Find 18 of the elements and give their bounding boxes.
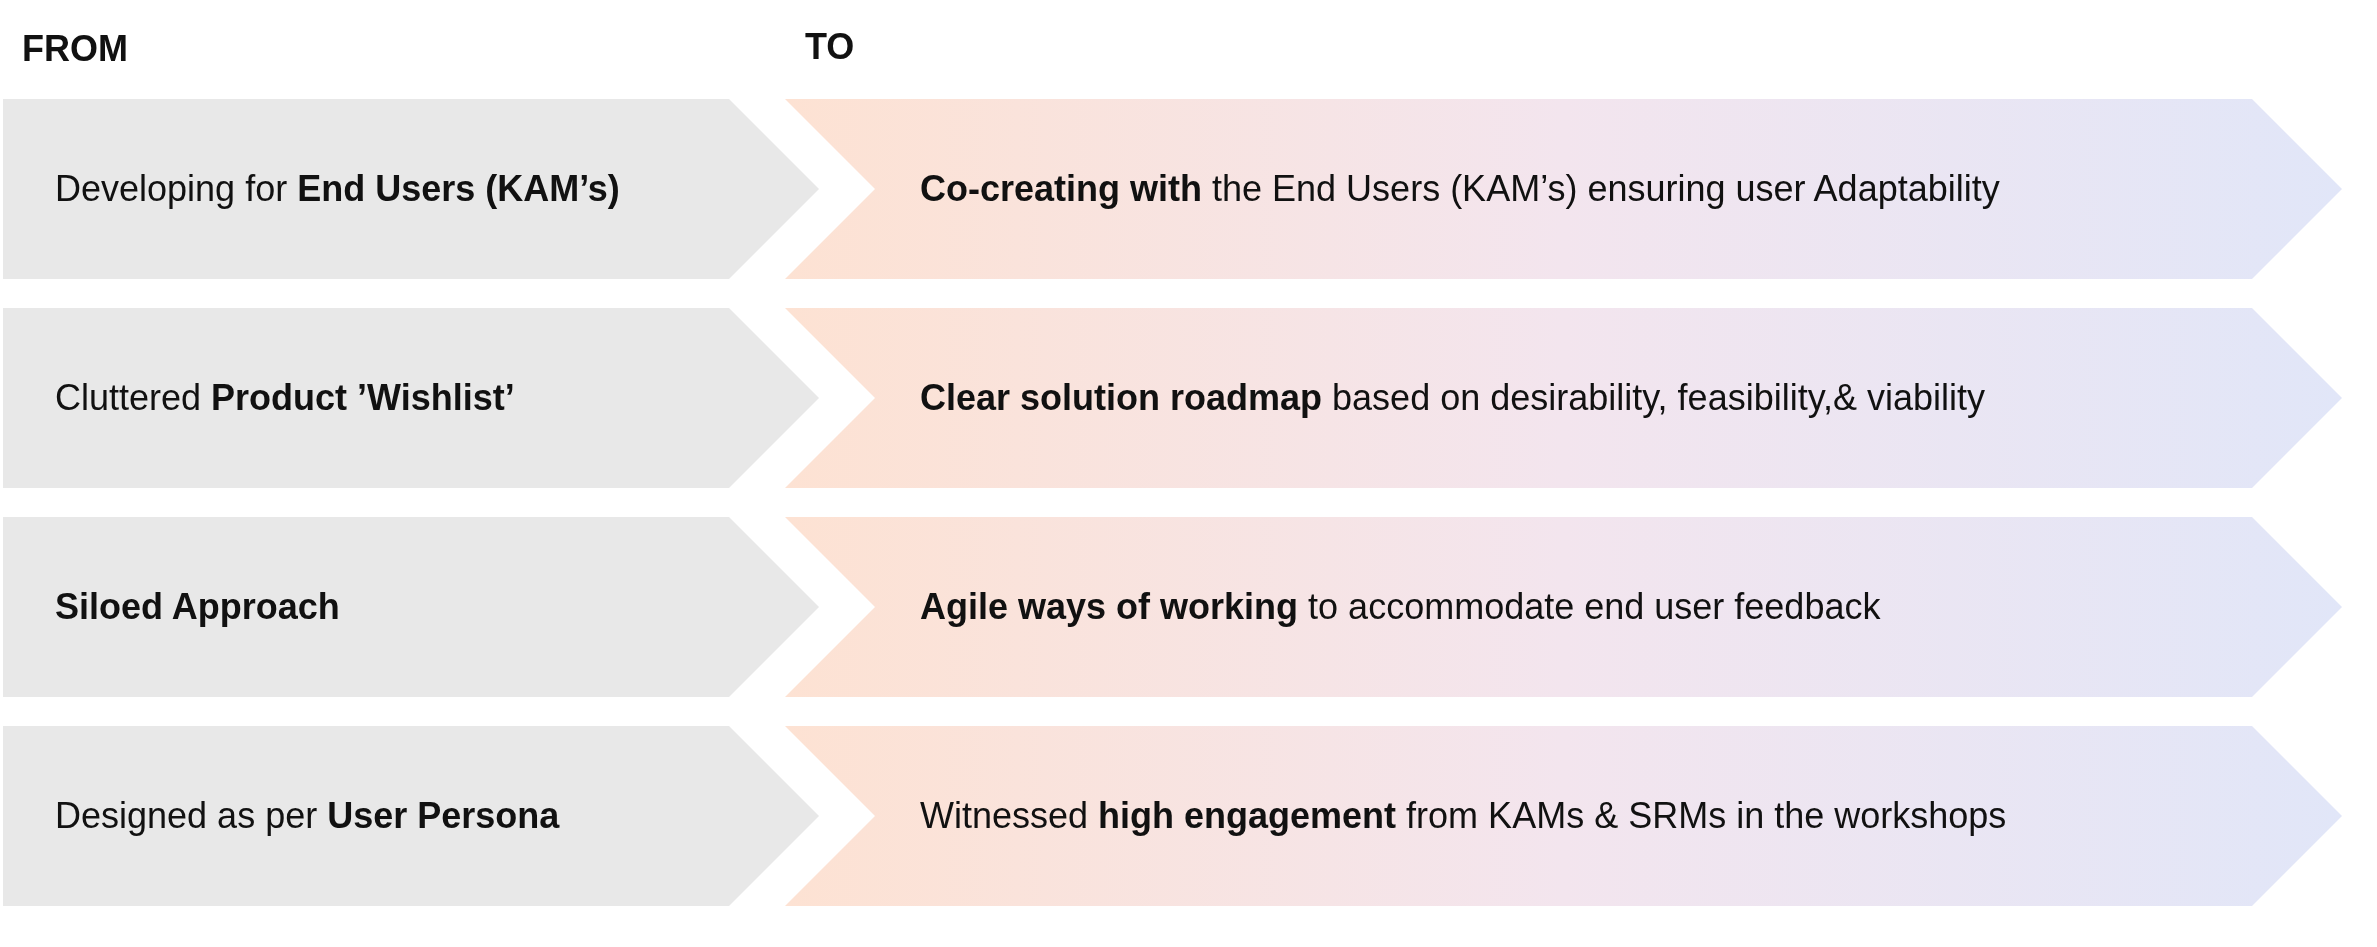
- target-state-panel: [785, 99, 2342, 279]
- current-state-panel: [3, 308, 819, 488]
- target-state-panel: [785, 308, 2342, 488]
- column-heading: TO: [805, 26, 855, 68]
- chevron-text: Clear solution roadmap based on desirability, feasibility,& viability: [920, 377, 1986, 419]
- chevron-text: Developing for End Users (KAM’s): [55, 168, 620, 210]
- chevron-text: Designed as per User Persona: [55, 795, 560, 837]
- target-state-panel: [785, 726, 2342, 906]
- chevron-text: Witnessed high engagement from KAMs & SRMs in the workshops: [920, 795, 2007, 837]
- chevron-text: Cluttered Product ’Wishlist’: [55, 377, 515, 419]
- target-state-panel: [785, 517, 2342, 697]
- chevron-text: Co-creating with the End Users (KAM’s) ensuring user Adaptability: [920, 168, 2000, 210]
- current-state-panel: [3, 726, 819, 906]
- chevron-text: Siloed Approach: [55, 586, 340, 628]
- column-heading: FROM: [22, 28, 128, 70]
- current-state-panel: [3, 99, 819, 279]
- chevron-text: Agile ways of working to accommodate end user feedback: [920, 586, 1881, 628]
- current-state-panel: [3, 517, 819, 697]
